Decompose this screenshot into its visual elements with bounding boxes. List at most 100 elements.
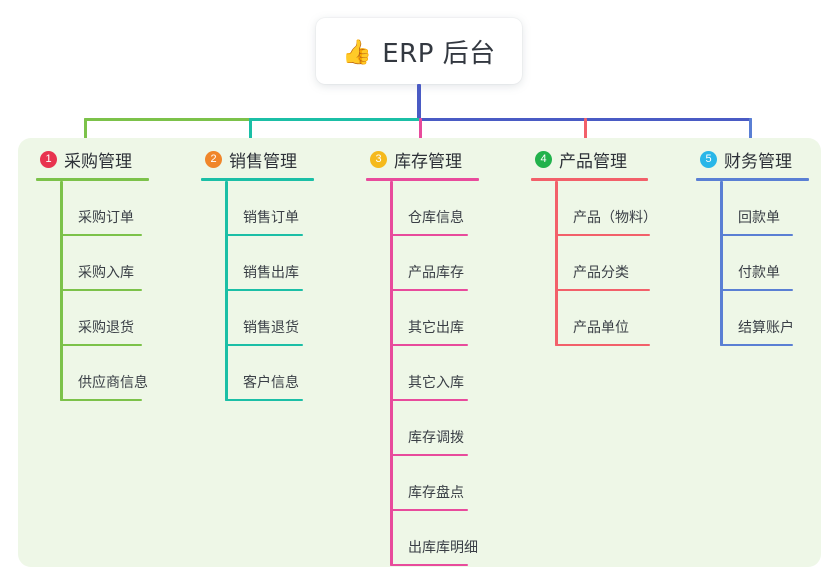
menu-item-label: 其它入库 <box>408 375 464 391</box>
menu-item-rule <box>720 289 793 291</box>
menu-item-label: 销售订单 <box>243 210 299 226</box>
menu-item-rule <box>555 344 650 346</box>
drop-line-4 <box>584 118 587 146</box>
column-3: 3 库存管理仓库信息产品库存其它出库其它入库库存调拨库存盘点出库库明细 <box>366 145 488 566</box>
menu-item-label: 客户信息 <box>243 375 299 391</box>
column-title: 库存管理 <box>394 151 462 172</box>
menu-item-label: 产品单位 <box>573 320 629 336</box>
menu-item-rule <box>390 509 468 511</box>
menu-item[interactable]: 客户信息 <box>225 346 321 401</box>
menu-item-label: 产品库存 <box>408 265 464 281</box>
menu-item[interactable]: 产品单位 <box>555 291 659 346</box>
menu-item[interactable]: 回款单 <box>720 181 818 236</box>
root-title: ERP 后台 <box>382 38 496 69</box>
menu-item-label: 库存调拨 <box>408 430 464 446</box>
bus-segment-1 <box>84 118 252 121</box>
column-branch: 仓库信息产品库存其它出库其它入库库存调拨库存盘点出库库明细 <box>390 181 488 566</box>
menu-item-rule <box>390 344 468 346</box>
menu-item[interactable]: 仓库信息 <box>390 181 488 236</box>
column-branch: 产品（物料） 产品分类产品单位 <box>555 181 659 346</box>
menu-item[interactable]: 付款单 <box>720 236 818 291</box>
column-number-badge: 5 <box>700 150 717 168</box>
menu-item-label: 销售退货 <box>243 320 299 336</box>
column-4: 4 产品管理产品（物料） 产品分类产品单位 <box>531 145 659 346</box>
menu-item[interactable]: 采购退货 <box>60 291 164 346</box>
column-number-badge: 3 <box>370 150 387 168</box>
menu-item-rule <box>225 399 303 401</box>
menu-item[interactable]: 供应商信息 <box>60 346 164 401</box>
column-branch: 销售订单销售出库销售退货客户信息 <box>225 181 321 401</box>
menu-item-label: 付款单 <box>738 265 780 281</box>
menu-item[interactable]: 出库库明细 <box>390 511 488 566</box>
menu-item[interactable]: 销售退货 <box>225 291 321 346</box>
column-number-badge: 2 <box>205 150 222 168</box>
column-5: 5 财务管理回款单付款单结算账户 <box>696 145 818 346</box>
menu-item[interactable]: 其它出库 <box>390 291 488 346</box>
menu-item-label: 仓库信息 <box>408 210 464 226</box>
column-header-1[interactable]: 1 采购管理 <box>36 145 164 173</box>
column-number-badge: 4 <box>535 150 552 168</box>
column-title: 财务管理 <box>724 151 792 172</box>
menu-item-rule <box>720 344 793 346</box>
column-header-rule <box>366 178 479 181</box>
root-trunk-line <box>417 84 421 121</box>
menu-item-label: 采购订单 <box>78 210 134 226</box>
column-header-rule <box>36 178 149 181</box>
column-header-5[interactable]: 5 财务管理 <box>696 145 818 173</box>
drop-line-2 <box>249 118 252 146</box>
menu-item-rule <box>555 234 650 236</box>
menu-item-rule <box>390 564 468 566</box>
menu-item-label: 其它出库 <box>408 320 464 336</box>
column-header-3[interactable]: 3 库存管理 <box>366 145 488 173</box>
menu-item-rule <box>390 289 468 291</box>
menu-item-rule <box>225 234 303 236</box>
drop-line-1 <box>84 118 87 146</box>
menu-item-rule <box>390 234 468 236</box>
column-number-badge: 1 <box>40 150 57 168</box>
branch-spine <box>555 181 558 346</box>
menu-item[interactable]: 结算账户 <box>720 291 818 346</box>
menu-item-rule <box>225 289 303 291</box>
menu-item-label: 库存盘点 <box>408 485 464 501</box>
menu-item[interactable]: 采购入库 <box>60 236 164 291</box>
drop-line-5 <box>749 118 752 146</box>
menu-item[interactable]: 产品分类 <box>555 236 659 291</box>
column-header-4[interactable]: 4 产品管理 <box>531 145 659 173</box>
menu-item-rule <box>720 234 793 236</box>
menu-item[interactable]: 其它入库 <box>390 346 488 401</box>
menu-item[interactable]: 库存盘点 <box>390 456 488 511</box>
menu-item[interactable]: 库存调拨 <box>390 401 488 456</box>
bus-segment-2 <box>249 118 422 121</box>
drop-line-3 <box>419 118 422 146</box>
menu-item[interactable]: 采购订单 <box>60 181 164 236</box>
menu-item-label: 供应商信息 <box>78 375 148 391</box>
menu-item-label: 出库库明细 <box>408 540 478 556</box>
column-title: 采购管理 <box>64 151 132 172</box>
menu-item-label: 结算账户 <box>738 320 794 336</box>
menu-item-label: 采购入库 <box>78 265 134 281</box>
branch-spine <box>390 181 393 566</box>
column-title: 产品管理 <box>559 151 627 172</box>
menu-item[interactable]: 销售出库 <box>225 236 321 291</box>
menu-item-label: 采购退货 <box>78 320 134 336</box>
menu-item-label: 销售出库 <box>243 265 299 281</box>
menu-item-label: 产品分类 <box>573 265 629 281</box>
column-1: 1 采购管理采购订单采购入库采购退货供应商信息 <box>36 145 164 401</box>
menu-item-rule <box>390 454 468 456</box>
menu-item-label: 回款单 <box>738 210 780 226</box>
root-node[interactable]: 👍 ERP 后台 <box>316 18 522 84</box>
menu-item-rule <box>60 399 142 401</box>
menu-item-rule <box>390 399 468 401</box>
menu-item[interactable]: 销售订单 <box>225 181 321 236</box>
column-branch: 采购订单采购入库采购退货供应商信息 <box>60 181 164 401</box>
column-header-rule <box>696 178 809 181</box>
menu-item[interactable]: 产品库存 <box>390 236 488 291</box>
diagram-panel <box>18 138 821 567</box>
menu-item-label: 产品（物料） <box>573 210 657 226</box>
menu-item-rule <box>60 344 142 346</box>
column-branch: 回款单付款单结算账户 <box>720 181 818 346</box>
branch-spine <box>720 181 723 346</box>
menu-item[interactable]: 产品（物料） <box>555 181 659 236</box>
